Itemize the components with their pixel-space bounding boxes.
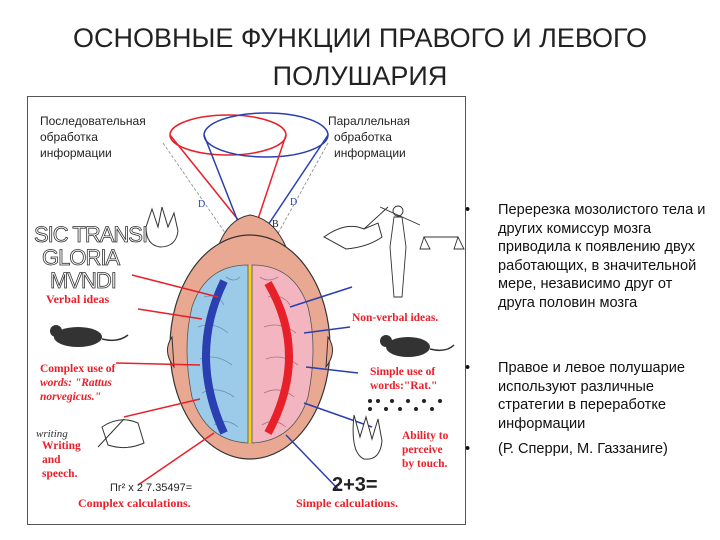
- sequential-ellipse: [169, 114, 287, 156]
- rat-icon-right: [380, 335, 455, 357]
- simple-words-label-1: Simple use of: [370, 366, 435, 378]
- latin-motto-1: SIC TRANSIT: [34, 222, 160, 247]
- hand-pen-icon: [97, 418, 145, 449]
- connector-line: [303, 402, 373, 428]
- simple-words-label-2: words:"Rat.": [370, 380, 437, 392]
- hemispheres-illustration: Последовательная обработка информации Па…: [34, 112, 465, 510]
- hemispheres-figure: Последовательная обработка информации Па…: [27, 96, 466, 525]
- connector-line: [285, 434, 339, 490]
- bullet-text: (Р. Сперри, М. Газзаниге): [498, 441, 668, 457]
- blue-arc: [202, 279, 228, 435]
- handwriting-sample: writing: [36, 428, 68, 440]
- complex-words-label-3: norvegicus.": [40, 391, 101, 403]
- red-arc: [264, 280, 293, 435]
- sequential-label-2: обработка: [40, 130, 98, 144]
- parallel-label-2: обработка: [334, 130, 392, 144]
- connector-line: [303, 326, 351, 334]
- braille-dots: [368, 399, 442, 411]
- sequential-label-3: информации: [40, 146, 112, 160]
- parallel-label-3: информации: [334, 146, 406, 160]
- ability-label-1: Ability to: [402, 430, 449, 442]
- bullet-marker: •: [465, 360, 471, 376]
- bullet-marker: •: [465, 441, 471, 457]
- writing-label-3: speech.: [42, 468, 78, 480]
- connector-line: [137, 432, 215, 486]
- writing-label-2: and: [42, 454, 61, 466]
- complex-equation: Пr² x 2 7.35497=: [110, 482, 192, 494]
- letter-d-left: D: [198, 199, 205, 210]
- bullet-text: Правое и левое полушарие используют разл…: [498, 360, 686, 432]
- nonverbal-ideas-label: Non-verbal ideas.: [352, 312, 438, 324]
- connector-line: [131, 274, 219, 298]
- letter-b: B: [272, 219, 279, 230]
- connector-line: [137, 308, 203, 320]
- connector-line: [289, 286, 353, 308]
- parallel-label-1: Параллельная: [328, 114, 410, 128]
- hand-touch-icon: [352, 414, 383, 460]
- cone-line: [259, 134, 329, 238]
- cone-line: [162, 142, 229, 238]
- complex-calc-label: Complex calculations.: [78, 496, 191, 510]
- hand-writing-icon: [323, 206, 389, 250]
- rat-icon-left: [50, 325, 129, 347]
- letter-d-right: D: [290, 197, 297, 208]
- complex-words-label-1: Complex use of: [40, 363, 116, 375]
- bullet-marker: •: [465, 202, 471, 218]
- latin-motto-3: MVNDI: [50, 268, 116, 293]
- writing-label-1: Writing: [42, 440, 81, 452]
- connector-line: [115, 362, 201, 366]
- bullet-text: Перерезка мозолистого тела и других коми…: [498, 202, 706, 311]
- slide-title-line-2: ПОЛУШАРИЯ: [272, 61, 448, 91]
- connector-line: [123, 398, 201, 418]
- cone-line: [275, 142, 329, 238]
- slide-title-line-1: ОСНОВНЫЕ ФУНКЦИИ ПРАВОГО И ЛЕВОГО: [72, 23, 648, 53]
- simple-calc-label: Simple calculations.: [296, 496, 398, 510]
- verbal-ideas-label: Verbal ideas: [46, 292, 110, 306]
- right-hemisphere: [251, 264, 314, 444]
- latin-motto-2: GLORIA: [42, 245, 120, 270]
- hand-pointing-icon: [145, 206, 179, 248]
- complex-words-label-2: words: "Rattus: [40, 377, 112, 389]
- ability-label-3: by touch.: [402, 458, 447, 470]
- ability-label-2: perceive: [402, 444, 443, 456]
- connector-line: [305, 366, 359, 374]
- statue-icon: [379, 205, 421, 298]
- simple-equation: 2+3=: [332, 474, 378, 496]
- sequential-label-1: Последовательная: [40, 114, 146, 128]
- scales-icon: [419, 235, 465, 250]
